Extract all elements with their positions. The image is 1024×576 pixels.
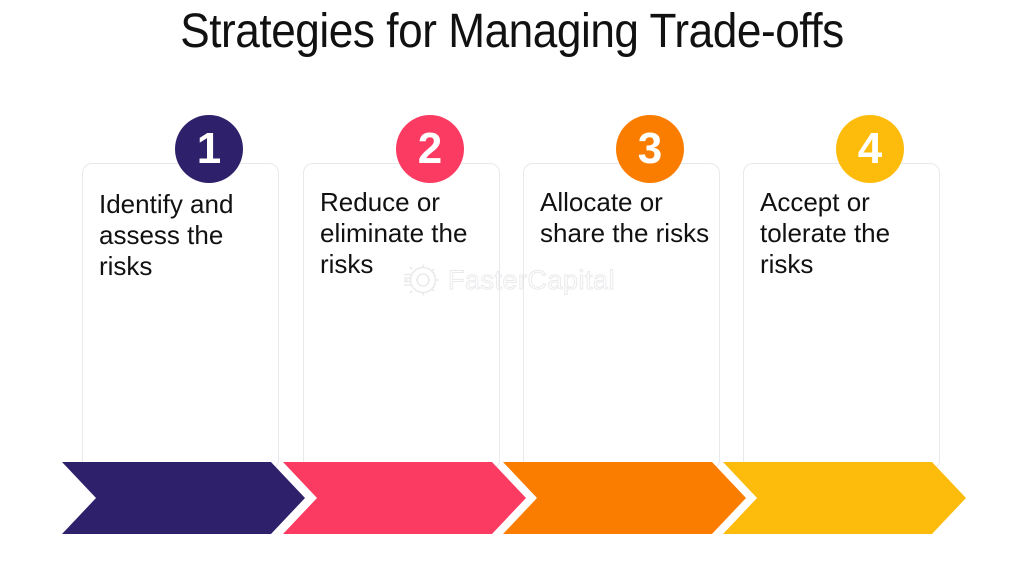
step-label-1: Identify and assess the risks <box>99 189 234 281</box>
page-title: Strategies for Managing Trade-offs <box>180 5 844 58</box>
step-label-2: Reduce or eliminate the risks <box>320 187 468 279</box>
step-number-badge-1: 1 <box>175 115 243 183</box>
step-label-4: Accept or tolerate the risks <box>760 187 891 279</box>
step-4: 4 Accept or tolerate the risks <box>743 115 940 470</box>
step-2: 2 Reduce or eliminate the risks <box>303 115 500 470</box>
chevron-ribbon <box>0 462 1024 544</box>
step-3: 3 Allocate or share the risks <box>523 115 720 470</box>
gear-icon <box>404 264 439 296</box>
watermark-text: FasterCapital <box>447 264 616 295</box>
step-card <box>82 163 279 470</box>
chevron-arrow-2 <box>283 462 526 534</box>
step-number-badge-2: 2 <box>396 115 464 183</box>
chevron-arrow-1 <box>62 462 305 534</box>
step-label-3: Allocate or share the risks <box>540 187 710 248</box>
chevron-arrow-4 <box>723 462 966 534</box>
chevron-arrow-3 <box>503 462 746 534</box>
step-1: 1 Identify and assess the risks <box>82 115 279 470</box>
step-card <box>303 163 500 470</box>
step-number-badge-3: 3 <box>616 115 684 183</box>
step-number-badge-4: 4 <box>836 115 904 183</box>
watermark: FasterCapital <box>402 258 650 302</box>
step-card <box>743 163 940 470</box>
